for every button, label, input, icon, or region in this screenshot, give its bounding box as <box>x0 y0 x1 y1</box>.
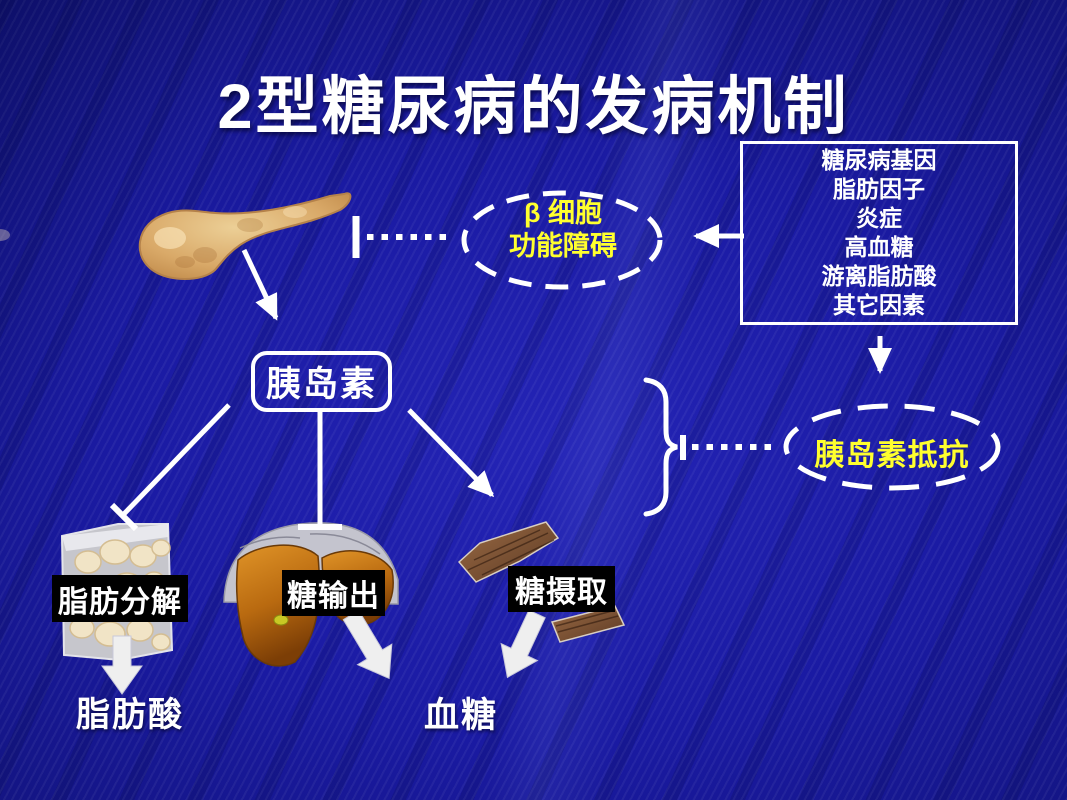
factor-line: 脂肪因子 <box>833 176 925 202</box>
block-arrow-liver-to-blood-glucose <box>342 609 393 680</box>
block-arrow-adipose-to-fatty-acid <box>101 635 143 695</box>
beta-cell-line1: β 细胞 <box>524 198 602 228</box>
insulin-resistance-label: 胰岛素抵抗 <box>814 439 970 472</box>
factor-line: 糖尿病基因 <box>821 147 937 173</box>
block-arrow-muscle-to-blood-glucose <box>500 609 546 679</box>
brace <box>643 377 678 517</box>
muscle-illustration <box>457 521 626 643</box>
factor-line: 炎症 <box>856 205 902 231</box>
factor-line: 高血糖 <box>844 234 914 260</box>
inhibit-insulin-to-adipose <box>109 403 231 532</box>
lipolysis-label: 脂肪分解 <box>52 575 188 622</box>
insulin-box: 胰岛素 <box>251 351 392 412</box>
insulin-resistance-ellipse-outline <box>783 403 1001 491</box>
pancreas-illustration <box>0 192 352 280</box>
glucose-uptake-label: 糖摄取 <box>508 566 615 612</box>
glucose-output-label: 糖输出 <box>282 570 385 616</box>
beta-cell-line2: 功能障碍 <box>509 231 617 261</box>
factor-line: 其它因素 <box>833 292 925 318</box>
blood-glucose-label: 血糖 <box>424 696 499 735</box>
fatty-acid-label: 脂肪酸 <box>76 696 184 734</box>
slide-title: 2型糖尿病的发病机制 <box>217 72 850 142</box>
factor-line: 游离脂肪酸 <box>821 263 937 289</box>
factors-box: 糖尿病基因 脂肪因子 炎症 高血糖 游离脂肪酸 其它因素 <box>740 141 1018 325</box>
beta-cell-dysfunction-label: β 细胞 功能障碍 <box>464 197 662 263</box>
inhibit-insulin-to-liver <box>298 412 342 530</box>
inhibit-beta-cell-to-pancreas <box>352 216 452 258</box>
arrow-pancreas-to-insulin <box>241 248 279 321</box>
arrow-insulin-to-muscle <box>407 408 495 498</box>
beta-cell-ellipse-outline <box>461 190 663 290</box>
inhibit-resistance-to-brace <box>680 435 778 460</box>
